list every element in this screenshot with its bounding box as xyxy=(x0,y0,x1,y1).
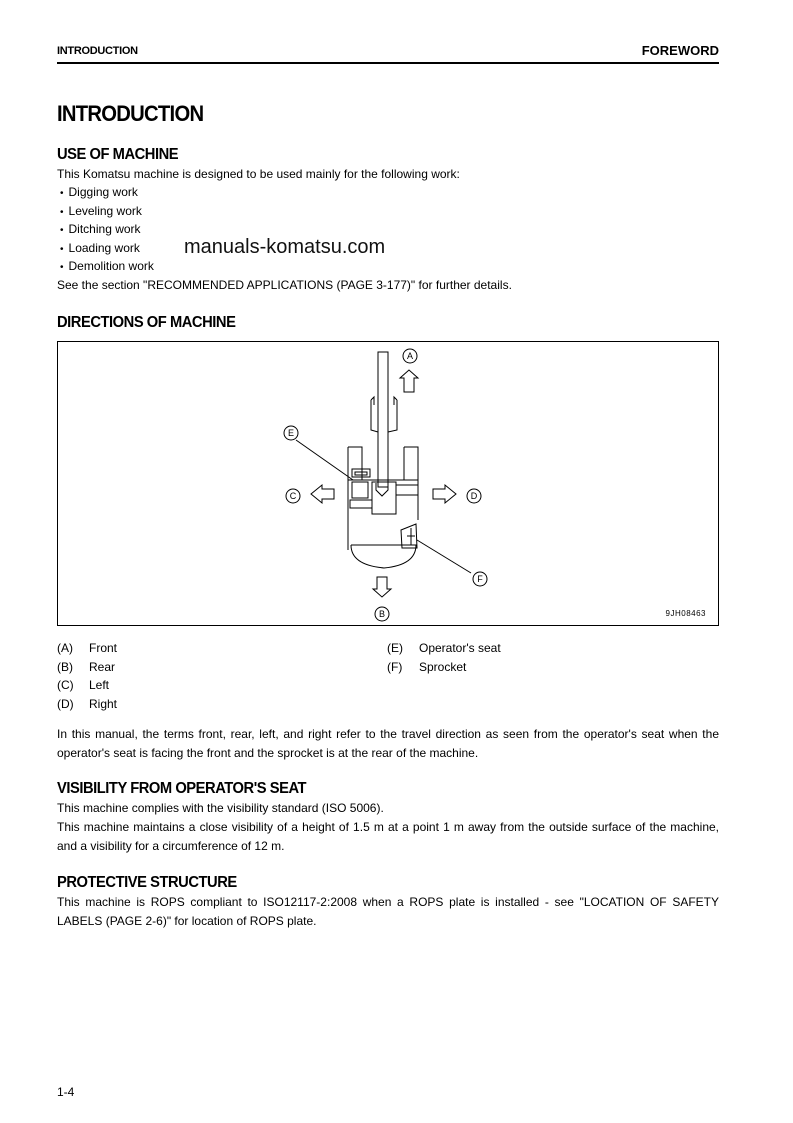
legend-row: (F)Sprocket xyxy=(387,659,467,674)
list-item: Digging work xyxy=(60,183,154,202)
page-title: INTRODUCTION xyxy=(57,101,204,126)
directions-note: In this manual, the terms front, rear, l… xyxy=(57,727,719,760)
callout-d: D xyxy=(471,491,478,501)
legend-row: (C)Left xyxy=(57,678,110,693)
legend-row: (D)Right xyxy=(57,697,118,712)
heading-directions: DIRECTIONS OF MACHINE xyxy=(57,314,236,331)
running-header-chapter: FOREWORD xyxy=(641,43,719,58)
callout-f: F xyxy=(477,574,483,584)
legend-row: (E)Operator's seat xyxy=(387,641,501,655)
use-intro: This Komatsu machine is designed to be u… xyxy=(57,167,460,181)
see-also-link[interactable]: See the section "RECOMMENDED APPLICATION… xyxy=(57,278,512,292)
legend-row: (A)Front xyxy=(57,641,118,655)
list-item: Demolition work xyxy=(60,257,154,276)
list-item: Ditching work xyxy=(60,220,154,239)
figure-id: 9JH08463 xyxy=(665,609,706,618)
running-header-section: INTRODUCTION xyxy=(57,45,138,57)
machine-top-view-diagram: A E C D B F xyxy=(283,348,488,622)
callout-a: A xyxy=(407,351,413,361)
heading-visibility: VISIBILITY FROM OPERATOR'S SEAT xyxy=(57,780,307,797)
list-item: Leveling work xyxy=(60,202,154,221)
visibility-line2: This machine maintains a close visibilit… xyxy=(57,820,719,853)
legend-row: (B)Rear xyxy=(57,659,116,674)
heading-protective: PROTECTIVE STRUCTURE xyxy=(57,874,237,891)
watermark: manuals-komatsu.com xyxy=(184,236,386,258)
heading-use-of-machine: USE OF MACHINE xyxy=(57,146,179,163)
protective-text: This machine is ROPS compliant to ISO121… xyxy=(57,895,719,928)
callout-c: C xyxy=(290,491,297,501)
page-number: 1-4 xyxy=(57,1085,75,1099)
work-list: Digging work Leveling work Ditching work… xyxy=(60,183,154,276)
list-item: Loading work xyxy=(60,239,154,258)
legend-left: (A)Front (B)Rear (C)Left (D)Right xyxy=(57,639,117,714)
legend-right: (E)Operator's seat (F)Sprocket xyxy=(387,639,501,676)
directions-figure: A E C D B F 9JH08463 xyxy=(57,341,719,626)
callout-e: E xyxy=(288,428,294,438)
callout-b: B xyxy=(379,609,385,619)
visibility-line1: This machine complies with the visibilit… xyxy=(57,801,384,815)
header-rule xyxy=(57,62,719,64)
